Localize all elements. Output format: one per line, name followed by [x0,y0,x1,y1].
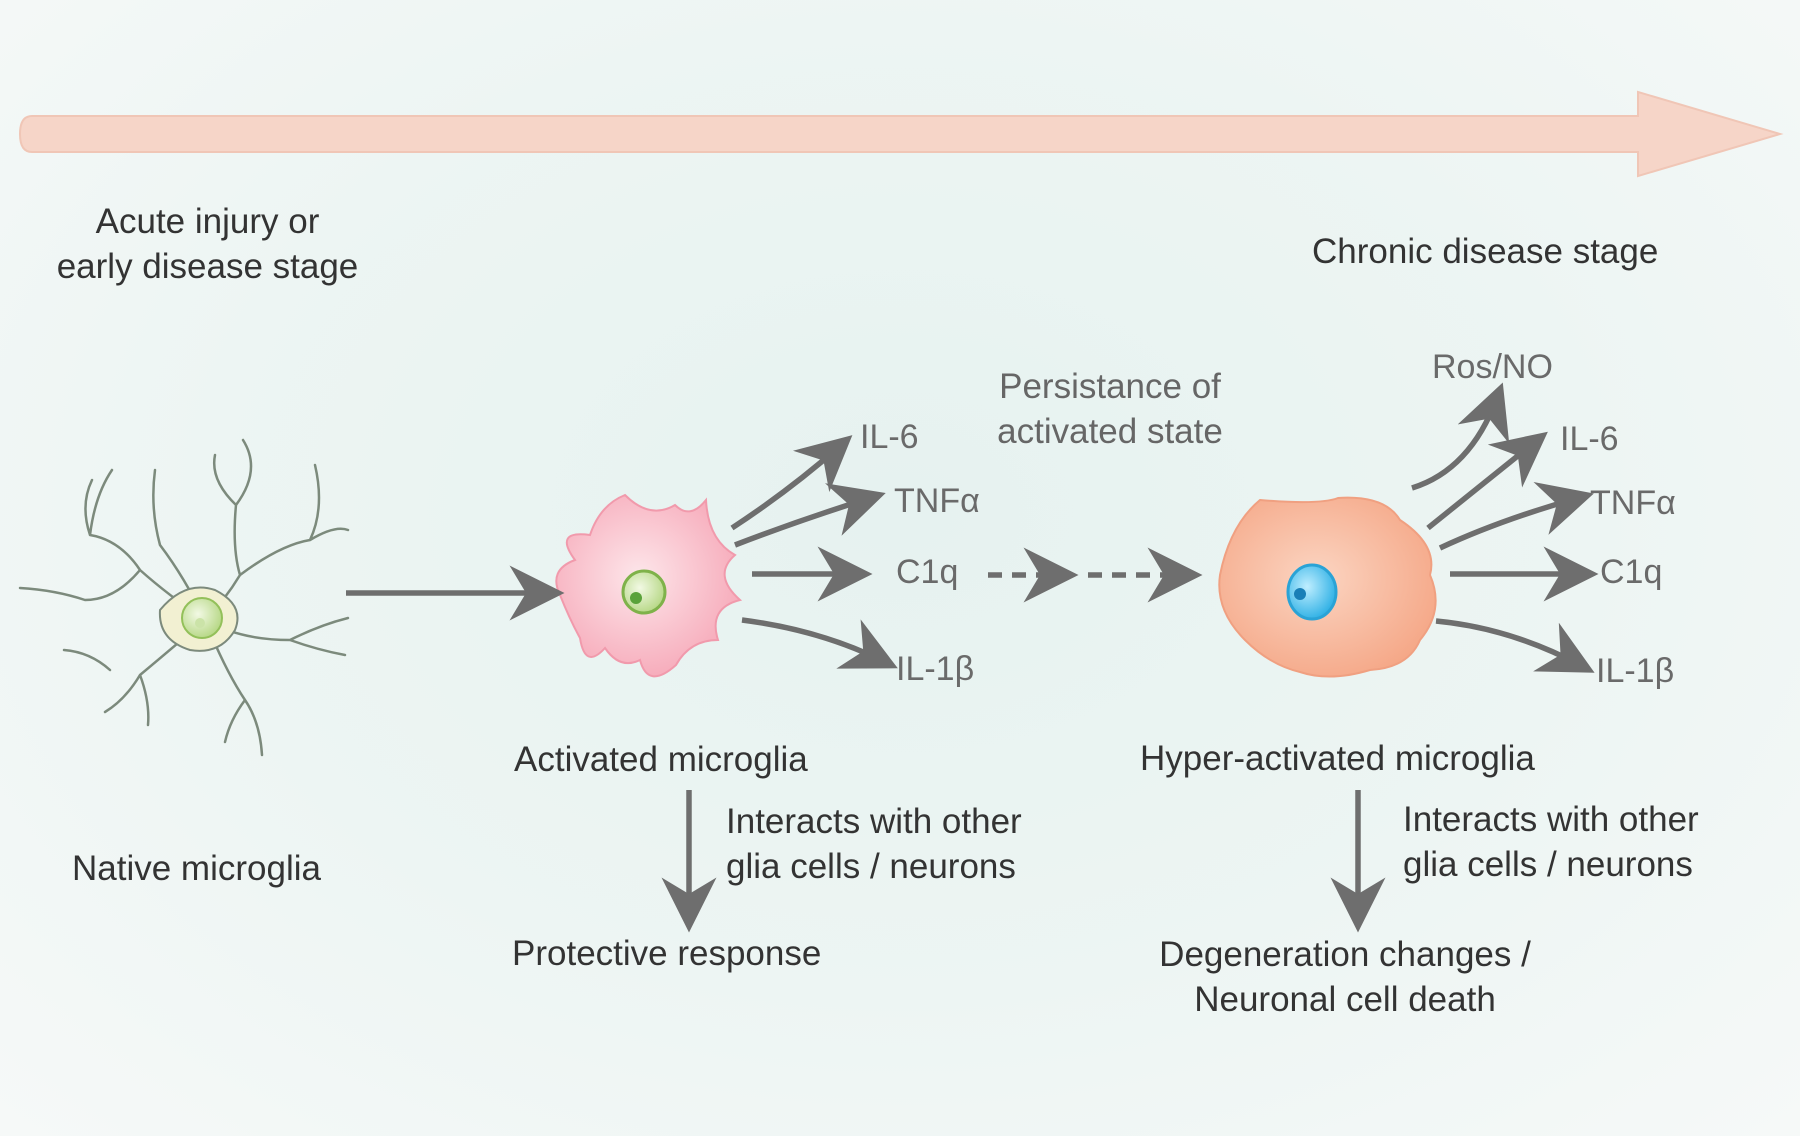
persistence-line2: activated state [997,411,1223,451]
acute-stage-label: Acute injury or early disease stage [40,200,375,290]
degeneration-line1: Degeneration changes / [1159,935,1531,974]
degeneration-label: Degeneration changes / Neuronal cell dea… [1130,933,1560,1023]
activated-interaction-text: Interacts with other glia cells / neuron… [726,800,1022,890]
hyper-interaction-line2: glia cells / neurons [1403,844,1693,884]
cytokine-il1b: IL-1β [896,650,975,688]
acute-stage-line1: Acute injury or [95,202,320,241]
arrow-il1b-hyper [1435,618,1595,673]
degeneration-line2: Neuronal cell death [1194,979,1496,1019]
cytokine-il6-hyper: IL-6 [1560,420,1619,458]
persistence-line1: Persistance of [999,367,1221,406]
hyper-interaction-line1: Interacts with other [1403,800,1699,839]
timeline-arrow [18,90,1784,178]
cytokine-il6: IL-6 [860,418,919,456]
activated-microglia-label: Activated microglia [514,740,808,779]
cytokine-c1q-hyper: C1q [1600,553,1663,591]
cytokine-rosno-hyper: Ros/NO [1432,348,1553,386]
arrow-tnfa [734,483,886,548]
activated-interaction-line1: Interacts with other [726,802,1022,841]
activated-nucleus [621,569,667,615]
arrow-il6 [730,435,853,531]
chronic-stage-label: Chronic disease stage [1312,232,1659,271]
arrow-rosno [1411,382,1510,491]
persistence-label: Persistance of activated state [975,365,1245,455]
activated-interaction-line2: glia cells / neurons [726,846,1016,886]
protective-response-label: Protective response [512,934,822,973]
arrow-il6-hyper [1426,431,1548,531]
hyper-nucleus [1286,563,1338,621]
arrow-il1b [741,617,898,669]
cytokine-tnfa: TNFα [894,482,980,520]
native-nucleus [181,597,223,639]
hyper-activated-microglia-label: Hyper-activated microglia [1140,739,1535,778]
native-microglia-label: Native microglia [72,849,321,888]
hyper-interaction-text: Interacts with other glia cells / neuron… [1403,798,1699,888]
arrow-tnfa-hyper [1438,481,1594,551]
acute-stage-line2: early disease stage [56,246,359,286]
cytokine-c1q: C1q [896,553,959,591]
cytokine-tnfa-hyper: TNFα [1590,484,1676,522]
cytokine-il1b-hyper: IL-1β [1596,652,1675,690]
